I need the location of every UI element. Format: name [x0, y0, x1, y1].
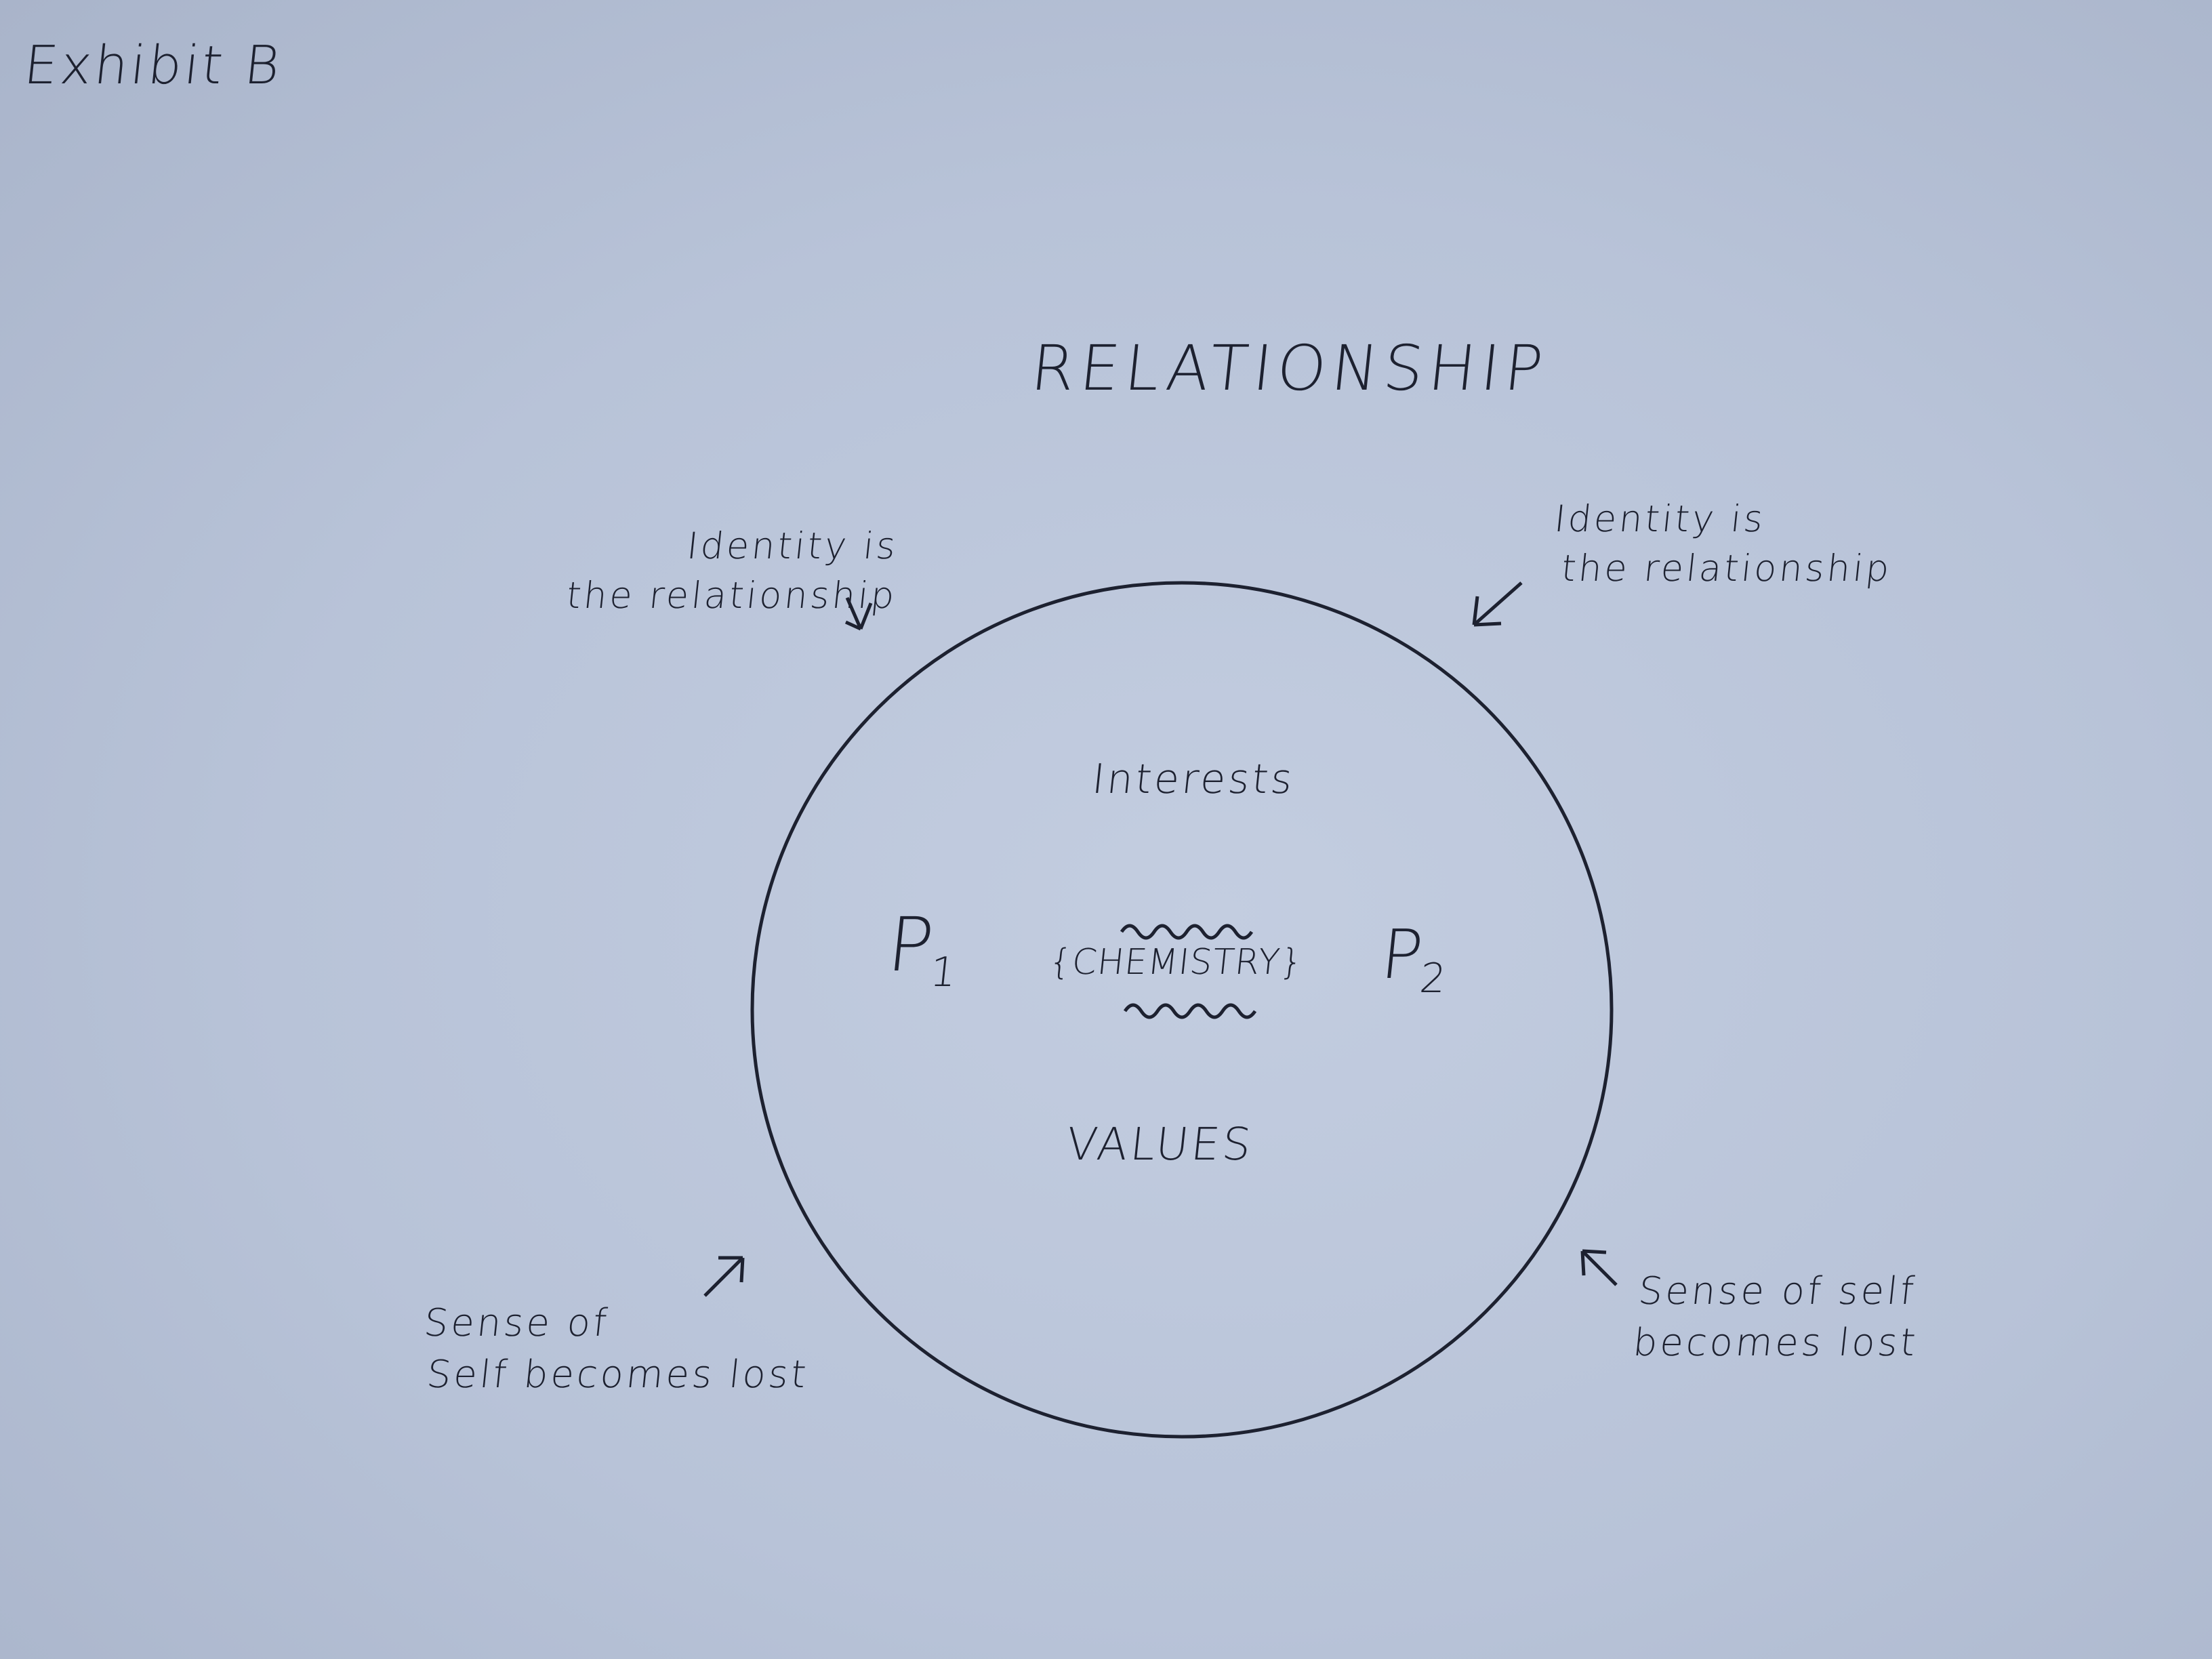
person-1-subscript: 1 — [927, 949, 959, 996]
annotation-bottom-left-line2: Self becomes lost — [424, 1352, 811, 1397]
annotation-top-right-line2: the relationship — [1559, 546, 1894, 590]
values-label: VALUES — [1063, 1118, 1256, 1170]
chemistry-label: {CHEMISTRY} — [1046, 942, 1306, 983]
person-1-label: P1 — [883, 901, 964, 996]
annotation-bottom-right-line2: becomes lost — [1631, 1320, 1921, 1365]
arrow-bottom-left-icon — [703, 1256, 745, 1297]
annotation-top-right-line1: Identity is — [1552, 497, 1768, 540]
annotation-bottom-right: Sense of self becomes lost — [1631, 1266, 1926, 1368]
arrow-bottom-right-icon — [1580, 1249, 1618, 1286]
relationship-circle — [750, 581, 1614, 1439]
annotation-bottom-left-line1: Sense of — [422, 1301, 612, 1345]
annotation-top-left: Identity is the relationship — [564, 522, 905, 621]
arrow-top-right-icon — [1472, 581, 1523, 627]
squiggle-bottom — [1123, 1003, 1257, 1019]
annotation-bottom-right-line1: Sense of self — [1636, 1269, 1919, 1313]
arrow-top-left-icon — [844, 597, 873, 631]
person-2-label: P2 — [1376, 915, 1452, 1002]
annotation-bottom-left: Sense of Self becomes lost — [416, 1298, 817, 1400]
squiggle-top — [1120, 924, 1254, 940]
annotation-top-left-line2: the relationship — [564, 573, 899, 617]
interests-label: Interests — [1090, 756, 1298, 803]
person-2-subscript: 2 — [1417, 955, 1449, 1002]
annotation-top-right: Identity is the relationship — [1547, 495, 1900, 594]
annotation-top-left-line1: Identity is — [684, 525, 901, 567]
